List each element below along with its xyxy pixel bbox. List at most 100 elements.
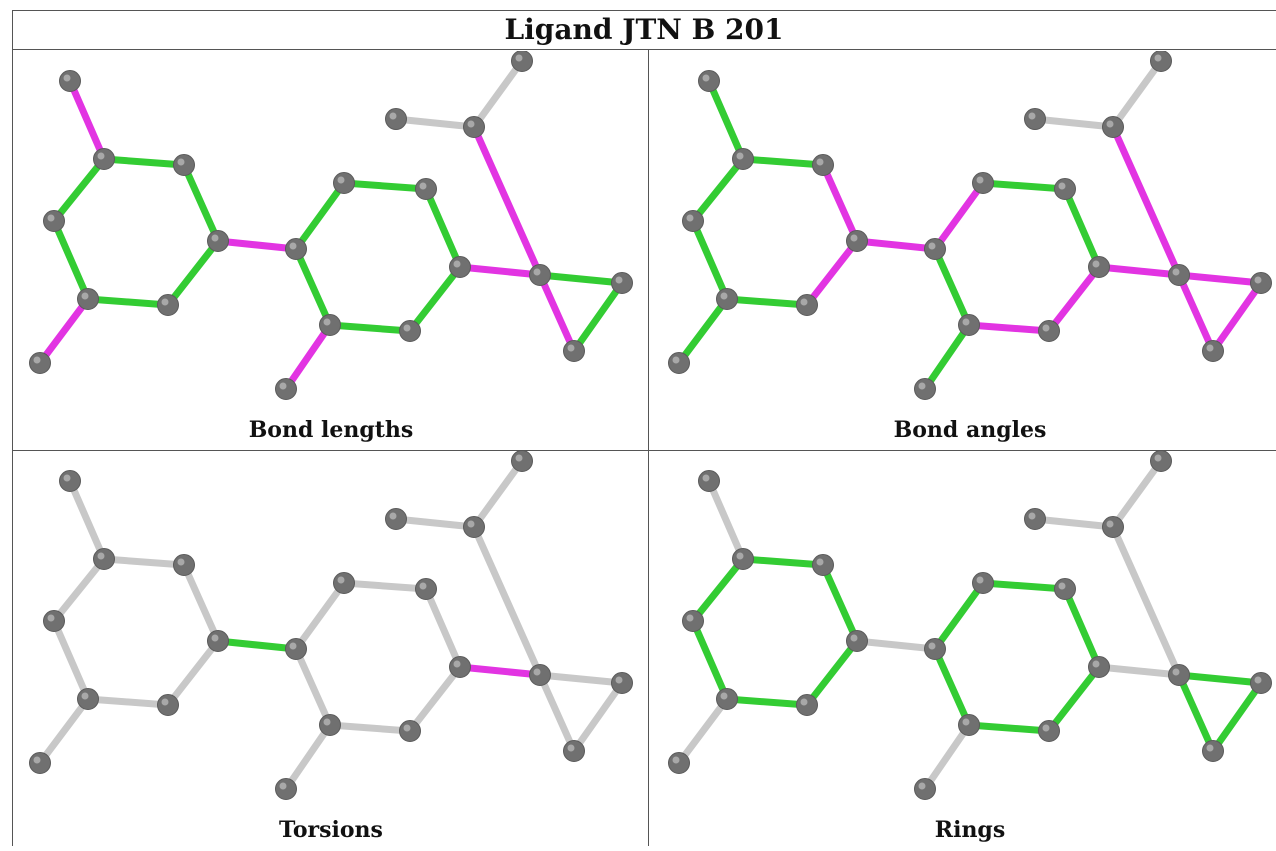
- bond-13: [326, 321, 414, 335]
- bond-22: [536, 271, 578, 355]
- molecule-torsions: [29, 451, 633, 800]
- atom-highlight-14: [918, 382, 926, 390]
- bond-0: [705, 77, 747, 163]
- bond-18: [1109, 457, 1165, 531]
- bond-10: [340, 579, 430, 593]
- bond-10: [979, 579, 1069, 593]
- bond-11: [1061, 585, 1103, 671]
- bond-8: [214, 637, 300, 653]
- atom-highlight-12: [403, 324, 411, 332]
- atom-14: [275, 778, 297, 800]
- atom-6: [43, 610, 65, 632]
- bond-5: [689, 217, 731, 303]
- bond-0: [705, 477, 747, 563]
- atom-3: [207, 230, 229, 252]
- atom-highlight-17: [567, 344, 575, 352]
- atom-highlight-16: [615, 676, 623, 684]
- atom-0: [59, 470, 81, 492]
- bond-7: [36, 695, 92, 767]
- atom-10: [1054, 578, 1076, 600]
- bond-1: [100, 155, 188, 169]
- atom-7: [668, 352, 690, 374]
- atom-13: [319, 714, 341, 736]
- atom-highlight-15: [1172, 268, 1180, 276]
- atom-highlight-12: [403, 724, 411, 732]
- atom-highlight-12: [1042, 324, 1050, 332]
- atom-11: [449, 256, 471, 278]
- row-divider: [12, 450, 1276, 451]
- atom-15: [1168, 664, 1190, 686]
- bond-0: [66, 77, 108, 163]
- atom-highlight-8: [289, 242, 297, 250]
- bond-22: [536, 671, 578, 755]
- figure-title: Ligand JTN B 201: [12, 10, 1276, 50]
- atom-highlight-9: [976, 576, 984, 584]
- figure-frame: [12, 10, 1276, 846]
- atom-highlight-9: [976, 176, 984, 184]
- atom-highlight-18: [467, 520, 475, 528]
- bond-8: [853, 637, 939, 653]
- atom-11: [1088, 256, 1110, 278]
- atom-1: [93, 548, 115, 570]
- bond-12: [406, 663, 464, 735]
- atom-6: [682, 610, 704, 632]
- atom-highlight-1: [736, 552, 744, 560]
- bond-4: [723, 295, 811, 309]
- atom-highlight-6: [47, 214, 55, 222]
- atom-12: [1038, 320, 1060, 342]
- atom-highlight-7: [33, 756, 41, 764]
- atom-highlight-2: [177, 158, 185, 166]
- atom-highlight-0: [63, 474, 71, 482]
- atom-6: [682, 210, 704, 232]
- atom-highlight-5: [720, 692, 728, 700]
- bond-7: [675, 295, 731, 367]
- atom-4: [157, 694, 179, 716]
- atom-highlight-11: [453, 260, 461, 268]
- atom-highlight-19: [1028, 512, 1036, 520]
- atom-highlight-3: [850, 634, 858, 642]
- bond-19: [470, 523, 544, 679]
- atom-12: [1038, 720, 1060, 742]
- bond-3: [164, 637, 222, 709]
- bond-16: [456, 263, 544, 279]
- atom-10: [415, 578, 437, 600]
- atom-highlight-19: [1028, 112, 1036, 120]
- bond-14: [292, 245, 334, 329]
- bond-7: [36, 295, 92, 367]
- atom-18: [1102, 116, 1124, 138]
- bond-16: [1095, 263, 1183, 279]
- atom-highlight-18: [1106, 120, 1114, 128]
- atom-highlight-16: [1254, 276, 1262, 284]
- bond-18: [1109, 57, 1165, 131]
- atom-highlight-20: [1154, 454, 1162, 462]
- bond-9: [292, 179, 348, 253]
- atom-20: [1150, 451, 1172, 472]
- atom-16: [1250, 272, 1272, 294]
- bond-2: [819, 561, 861, 645]
- atom-highlight-18: [1106, 520, 1114, 528]
- bond-15: [282, 721, 334, 793]
- atom-7: [29, 352, 51, 374]
- atom-12: [399, 720, 421, 742]
- panel-bond-lengths: Bond lengths: [14, 51, 648, 451]
- bond-5: [50, 217, 92, 303]
- atom-3: [207, 630, 229, 652]
- atom-14: [275, 378, 297, 400]
- atom-highlight-11: [1092, 660, 1100, 668]
- bond-19: [470, 123, 544, 279]
- bond-3: [803, 637, 861, 709]
- atom-highlight-11: [453, 660, 461, 668]
- atom-7: [668, 752, 690, 774]
- atom-6: [43, 210, 65, 232]
- atom-highlight-13: [323, 718, 331, 726]
- panel-rings: Rings: [653, 451, 1276, 851]
- atom-17: [1202, 340, 1224, 362]
- atom-highlight-3: [211, 634, 219, 642]
- atom-16: [611, 672, 633, 694]
- atom-19: [1024, 108, 1046, 130]
- caption-rings: Rings: [934, 817, 1006, 843]
- atom-15: [1168, 264, 1190, 286]
- atom-15: [529, 664, 551, 686]
- bond-9: [931, 179, 987, 253]
- atom-highlight-0: [702, 74, 710, 82]
